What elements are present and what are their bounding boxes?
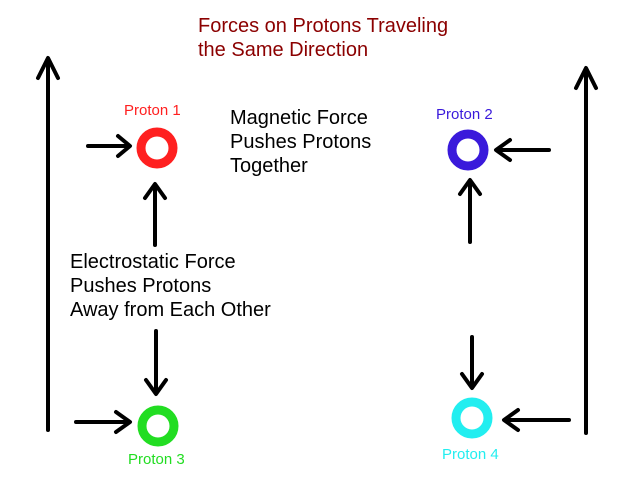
- proton-2-label: Proton 2: [436, 106, 493, 123]
- proton-1-label: Proton 1: [124, 102, 181, 119]
- magnetic-note-line-3: Together: [230, 155, 308, 177]
- proton-4-label: Proton 4: [442, 446, 499, 463]
- magnetic-arrow-proton-2: [494, 138, 551, 162]
- electrostatic-note-line-2: Pushes Protons: [70, 275, 212, 297]
- electrostatic-arrow-proton-3: [144, 329, 168, 396]
- title-line-2: the Same Direction: [198, 39, 369, 61]
- travel-arrow-right: [574, 66, 598, 435]
- magnetic-arrow-proton-4: [502, 408, 571, 432]
- electrostatic-arrow-proton-2: [458, 178, 482, 244]
- magnetic-note-line-1: Magnetic Force: [230, 107, 368, 129]
- magnetic-note-line-2: Pushes Protons: [230, 131, 372, 153]
- electrostatic-note-line-1: Electrostatic Force: [70, 251, 236, 273]
- electrostatic-arrow-proton-4: [460, 335, 484, 390]
- magnetic-arrow-proton-3: [74, 410, 132, 434]
- proton-3-label: Proton 3: [128, 451, 185, 468]
- proton-2-ring-icon: [447, 129, 489, 171]
- electrostatic-note-line-3: Away from Each Other: [70, 299, 271, 321]
- proton-1-ring-icon: [136, 127, 178, 169]
- magnetic-arrow-proton-1: [86, 134, 132, 158]
- title-line-1: Forces on Protons Traveling: [198, 15, 449, 37]
- electrostatic-arrow-proton-1: [143, 182, 167, 247]
- magnetic-force-note: Magnetic Force Pushes Protons Together: [230, 106, 371, 178]
- proton-3-ring-icon: [137, 405, 179, 447]
- electrostatic-force-note: Electrostatic Force Pushes Protons Away …: [70, 250, 271, 322]
- proton-4-ring-icon: [451, 397, 493, 439]
- travel-arrow-left: [36, 56, 60, 432]
- diagram-title: Forces on Protons Traveling the Same Dir…: [198, 14, 448, 62]
